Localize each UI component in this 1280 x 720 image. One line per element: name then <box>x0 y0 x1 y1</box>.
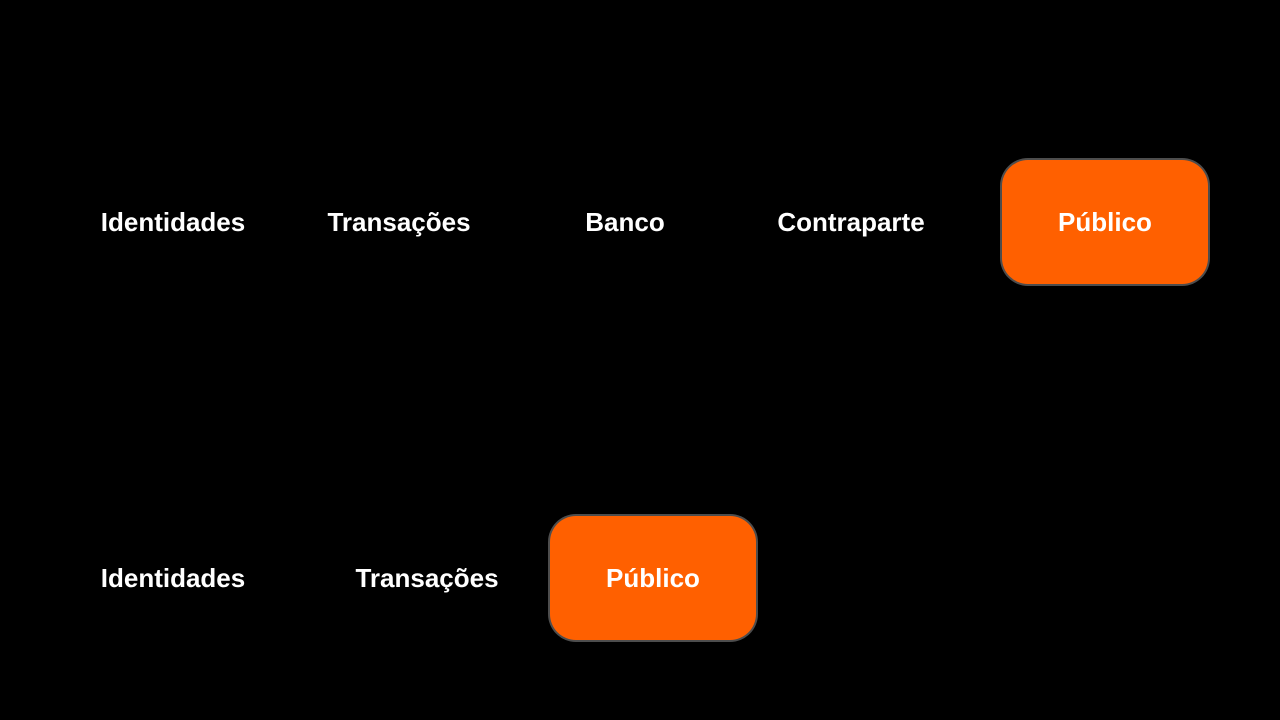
node-label: Transações <box>327 206 471 237</box>
node-label: Identidades <box>100 206 246 237</box>
node-publico-highlighted: Público <box>1002 160 1208 284</box>
node-identidades: Identidades <box>70 160 276 284</box>
node-label: Público <box>606 562 700 593</box>
node-label: Banco <box>585 206 665 237</box>
node-label: Contraparte <box>777 206 925 237</box>
node-label: Transações <box>355 562 499 593</box>
node-transacoes: Transações <box>324 516 530 640</box>
node-contraparte: Contraparte <box>748 160 954 284</box>
node-label: Identidades <box>100 562 246 593</box>
node-label: Público <box>1058 206 1152 237</box>
top-row: Identidades Transações Banco Contraparte… <box>0 160 1280 284</box>
node-identidades: Identidades <box>70 516 276 640</box>
node-transacoes: Transações <box>296 160 502 284</box>
node-publico-highlighted: Público <box>550 516 756 640</box>
node-banco: Banco <box>522 160 728 284</box>
bottom-row: Identidades Transações Público <box>0 516 1280 640</box>
